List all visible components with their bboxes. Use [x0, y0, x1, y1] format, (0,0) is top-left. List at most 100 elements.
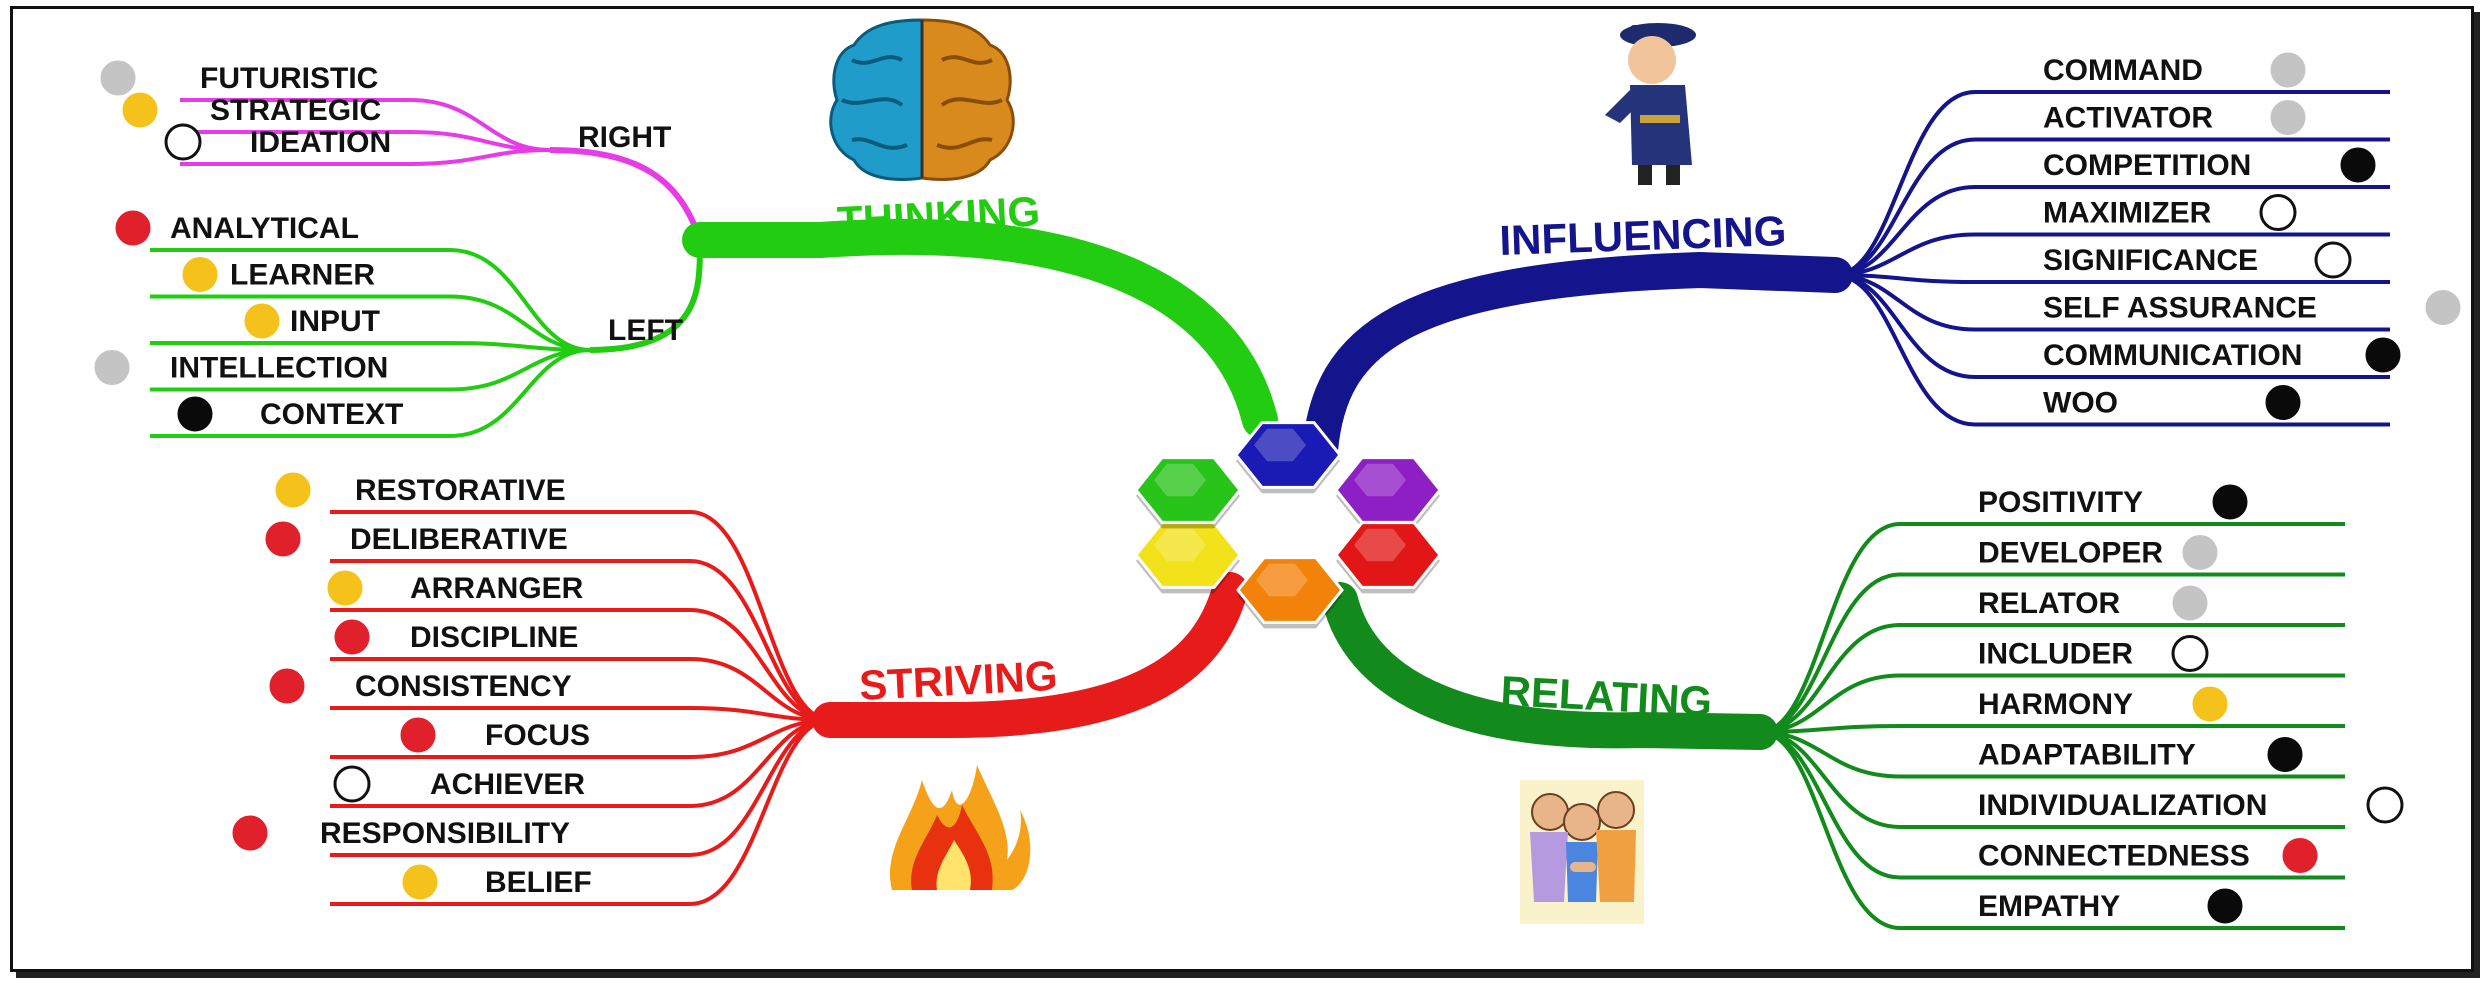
rating-dot-ideation [164, 123, 202, 161]
hexagon-green [1134, 456, 1242, 524]
strength-responsibility: RESPONSIBILITY [320, 817, 570, 850]
branch-line-individualization [1759, 730, 2345, 829]
rating-dot-individualization [2366, 786, 2404, 824]
hexagon-orange [1236, 556, 1344, 624]
hexagon-blue-highlight [1254, 428, 1306, 462]
rating-dot-adaptability [2267, 737, 2303, 772]
branch-line-restorative [330, 510, 831, 722]
rating-dot-empathy [2207, 888, 2243, 924]
fire-icon [889, 765, 1031, 890]
branch-right-connector [549, 147, 703, 241]
rating-dot-relator [2172, 585, 2208, 621]
rating-dot-self-assurance [2425, 290, 2461, 325]
strength-empathy: EMPATHY [1978, 890, 2120, 923]
brain-icon [829, 18, 1015, 181]
rating-dot-command [2270, 52, 2306, 88]
rating-dot-arranger [327, 570, 363, 606]
strength-connectedness: CONNECTEDNESS [1978, 840, 2250, 873]
main-branch-influencing [1302, 251, 1853, 468]
rating-dot-deliberative [265, 521, 301, 557]
branch-line-command [1834, 90, 2390, 277]
people-group-icon [1520, 780, 1644, 924]
branch-line-arranger [330, 608, 831, 722]
strength-includer: INCLUDER [1978, 638, 2133, 671]
branch-line-activator [1834, 137, 2390, 277]
strength-context: CONTEXT [260, 398, 403, 431]
branch-line-ideation [180, 148, 551, 166]
rating-dot-belief [402, 864, 438, 900]
strength-competition: COMPETITION [2043, 149, 2251, 182]
branch-line-maximizer [1834, 232, 2390, 277]
strength-woo: WOO [2043, 387, 2118, 420]
strength-positivity: POSITIVITY [1978, 486, 2143, 519]
rating-dot-analytical [115, 210, 151, 246]
rating-dot-harmony [2192, 686, 2228, 722]
branch-lines [150, 90, 2390, 930]
center-hexagon-cluster [1134, 421, 1442, 629]
main-branch-relating [1322, 582, 1778, 750]
strength-command: COMMAND [2043, 54, 2203, 87]
branch-line-relator [1759, 623, 2345, 734]
strength-dots [94, 52, 2461, 924]
category-thinking: THINKING [836, 187, 1041, 245]
category-influencing: INFLUENCING [1499, 207, 1787, 264]
branch-line-discipline [330, 657, 831, 722]
strength-consistency: CONSISTENCY [355, 670, 572, 703]
police-officer-icon [1605, 23, 1696, 185]
main-branch-thinking [682, 219, 1278, 438]
rating-dot-restorative [275, 472, 311, 508]
branch-line-includer [1759, 673, 2345, 734]
main-branches [682, 219, 1853, 750]
hexagon-blue [1234, 421, 1342, 489]
rating-dot-intellection [94, 350, 130, 385]
branch-line-belief [330, 718, 831, 906]
rating-dot-communication [2365, 337, 2401, 373]
rating-dot-learner [182, 257, 218, 292]
branch-line-analytical [150, 248, 591, 352]
strength-ideation: IDEATION [250, 126, 391, 159]
branch-line-learner [150, 294, 591, 352]
branch-line-input [150, 341, 591, 352]
rating-dot-activator [2270, 100, 2306, 135]
rating-dot-developer [2182, 535, 2218, 570]
diagram-frame [10, 6, 2474, 972]
hexagon-red [1334, 521, 1442, 589]
strength-harmony: HARMONY [1978, 688, 2133, 721]
strength-communication: COMMUNICATION [2043, 339, 2302, 372]
branch-line-adaptability [1759, 730, 2345, 779]
strength-learner: LEARNER [230, 259, 375, 292]
strength-futuristic: FUTURISTIC [200, 62, 378, 95]
rating-dot-input [244, 303, 280, 339]
rating-dot-positivity [2212, 484, 2248, 520]
strength-restorative: RESTORATIVE [355, 474, 566, 507]
rating-dot-discipline [334, 619, 370, 655]
main-branch-influencing-tail [1699, 265, 1836, 280]
hexagon-orange-highlight [1256, 563, 1308, 597]
strength-deliberative: DELIBERATIVE [350, 523, 568, 556]
strength-activator: ACTIVATOR [2043, 102, 2213, 135]
hexagon-green-highlight [1154, 463, 1206, 497]
rating-dot-connectedness [2282, 838, 2318, 873]
strength-achiever: ACHIEVER [430, 768, 585, 801]
subbranch-left: LEFT [608, 314, 683, 347]
rating-dot-competition [2340, 147, 2376, 183]
branch-line-positivity [1759, 522, 2345, 734]
strength-intellection: INTELLECTION [170, 352, 388, 385]
rating-dot-futuristic [100, 60, 136, 96]
strength-analytical: ANALYTICAL [170, 212, 359, 245]
rating-dot-strategic [122, 92, 158, 128]
branch-line-competition [1834, 185, 2390, 277]
rating-dot-responsibility [232, 815, 268, 851]
rating-dot-focus [400, 717, 436, 753]
branch-line-achiever [330, 718, 831, 808]
category-relating: RELATING [1500, 667, 1714, 725]
branch-line-harmony [1759, 724, 2345, 734]
hexagon-yellow-highlight [1154, 528, 1206, 562]
branch-line-consistency [330, 706, 831, 722]
branch-line-empathy [1759, 730, 2345, 930]
strength-focus: FOCUS [485, 719, 590, 752]
strength-significance: SIGNIFICANCE [2043, 244, 2258, 277]
strength-strategic: STRATEGIC [210, 94, 381, 127]
strength-input: INPUT [290, 305, 380, 338]
